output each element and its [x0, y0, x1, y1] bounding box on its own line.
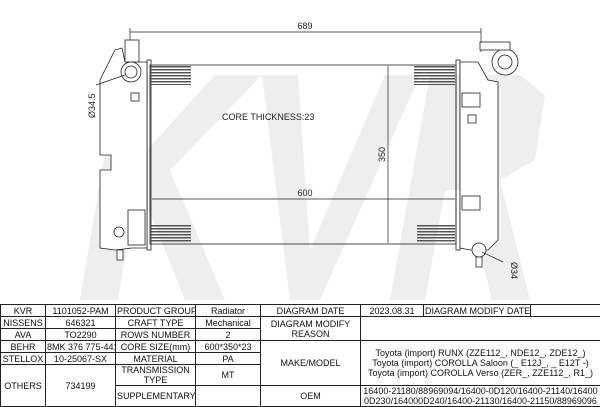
make-model-label: MAKE/MODEL: [261, 341, 361, 386]
ava-value: TO2290: [46, 329, 116, 341]
inlet-diameter-label: Ø34.5: [87, 93, 97, 118]
ava-label: AVA: [1, 329, 46, 341]
product-group-value: Radiator: [196, 305, 261, 317]
make-model-line: Toyota (import) COROLLA Saloon (_ E12J_,…: [362, 358, 599, 368]
diagram-date-value: 2023.08.31: [361, 305, 424, 317]
behr-value: 8MK 376 775-441: [46, 341, 116, 353]
fins-bottom-left: [151, 224, 191, 243]
stellox-value: 10-25067-SX: [46, 353, 116, 365]
rows-number-label: ROWS NUMBER: [116, 329, 196, 341]
product-group-label: PRODUCT GROUP: [116, 305, 196, 317]
stellox-label: STELLOX: [1, 353, 46, 365]
others-label: OTHERS: [1, 365, 46, 407]
material-label: MATERIAL: [116, 353, 196, 365]
fins-bottom-right: [417, 224, 455, 243]
fins-top-left: [151, 66, 191, 85]
spec-table: KVR 1101052-PAM PRODUCT GROUP Radiator D…: [0, 304, 600, 407]
left-tank: [100, 40, 147, 260]
core-size-value: 600*350*23: [196, 341, 261, 353]
oem-line: 0D230/164000D240/16400-21130/16400-21150…: [362, 396, 599, 406]
overall-width-dimension: [130, 28, 481, 52]
material-value: PA: [196, 353, 261, 365]
diagram-modify-reason-value: [361, 317, 600, 341]
kvr-value: 1101052-PAM: [46, 305, 116, 317]
diagram-modify-reason-label: DIAGRAM MODIFY REASON: [261, 317, 361, 341]
oem-line: 16400-21180/88969094/16400-0D120/16400-2…: [362, 386, 599, 396]
outlet-diameter-label: Ø34: [509, 262, 519, 279]
core-thickness-label: CORE THICKNESS:23: [222, 112, 314, 122]
core-size-label: CORE SIZE(mm): [116, 341, 196, 353]
diagram-date-label: DIAGRAM DATE: [261, 305, 361, 317]
supplementary-value: [196, 386, 261, 407]
craft-type-label: CRAFT TYPE: [116, 317, 196, 329]
transmission-type-label: TRANSMISSION TYPE: [116, 365, 196, 386]
oem-label: OEM: [261, 386, 361, 407]
make-model-value: Toyota (import) RUNX (ZZE112_, NDE12_, Z…: [361, 341, 600, 386]
fins-top-right: [414, 66, 455, 85]
craft-type-value: Mechanical: [196, 317, 261, 329]
kvr-label: KVR: [1, 305, 46, 317]
core-width-label: 600: [297, 188, 312, 198]
rows-number-value: 2: [196, 329, 261, 341]
behr-label: BEHR: [1, 341, 46, 353]
make-model-line: Toyota (import) RUNX (ZZE112_, NDE12_, Z…: [362, 348, 599, 358]
oem-value: 16400-21180/88969094/16400-0D120/16400-2…: [361, 386, 600, 407]
nissens-value: 646321: [46, 317, 116, 329]
nissens-label: NISSENS: [1, 317, 46, 329]
others-value: 734199: [46, 365, 116, 407]
diagram-modify-date-label: DIAGRAM MODIFY DATE: [424, 305, 531, 317]
diagram-modify-date-value: [531, 305, 600, 317]
make-model-line: Toyota (import) COROLLA Verso (ZER_, ZZE…: [362, 368, 599, 378]
radiator-drawing: 689 Ø34.5 Ø34 600 350 CORE THICKNESS:23: [0, 0, 600, 304]
core-height-label: 350: [377, 147, 387, 162]
supplementary-label: SUPPLEMENTARY: [116, 386, 196, 407]
transmission-type-value: MT: [196, 365, 261, 386]
overall-width-label: 689: [297, 21, 312, 31]
